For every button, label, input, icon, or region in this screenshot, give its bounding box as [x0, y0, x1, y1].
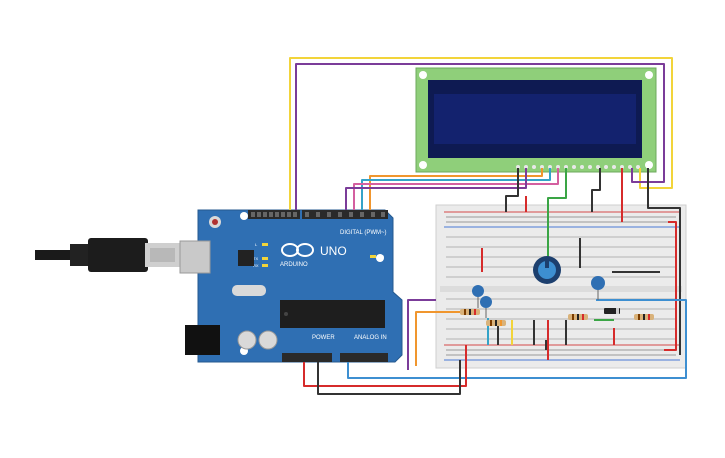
- arduino-wordmark: ARDUINO: [280, 262, 308, 268]
- wire-red-rail-right[interactable]: [664, 221, 677, 351]
- capacitor-blue-3[interactable]: [591, 276, 605, 300]
- usb-chip: [238, 250, 254, 266]
- wire-black-lcd-2[interactable]: [591, 168, 601, 212]
- reset-button[interactable]: [212, 219, 218, 225]
- usb-cable[interactable]: [35, 238, 180, 272]
- wire-black-bottom[interactable]: [317, 360, 461, 395]
- wire-yellow-top[interactable]: [289, 57, 673, 210]
- led-rx: [262, 264, 268, 267]
- power-header-label: POWER: [312, 335, 335, 341]
- diode[interactable]: [604, 308, 620, 314]
- wire-orange-left[interactable]: [415, 311, 462, 366]
- lcd-display[interactable]: [415, 67, 657, 173]
- wire-black-lcd-1[interactable]: [505, 168, 519, 212]
- led-on-label: ON: [378, 254, 384, 259]
- wire-purple-lcd[interactable]: [345, 168, 527, 210]
- arduino-uno-board[interactable]: DIGITAL (PWM~) ARDUINO UNO L TX RX ON PO…: [179, 209, 403, 363]
- resistor-2[interactable]: [486, 320, 506, 326]
- wire-orange-lcd[interactable]: [369, 168, 543, 210]
- capacitor-1: [237, 330, 257, 350]
- led-rx-label: RX: [253, 263, 259, 268]
- resistor-3[interactable]: [568, 314, 588, 320]
- wire-teal-lcd[interactable]: [361, 168, 551, 210]
- capacitor-blue-1[interactable]: [472, 285, 484, 308]
- lcd-screen: [434, 94, 636, 144]
- atmega-chip: [280, 300, 385, 328]
- potentiometer[interactable]: [533, 256, 561, 284]
- resistor-1[interactable]: [460, 309, 480, 315]
- wire-purple-top[interactable]: [295, 63, 665, 210]
- wire-green-pot[interactable]: [547, 168, 567, 262]
- digital-header-label: DIGITAL (PWM~): [340, 230, 387, 236]
- led-l: [262, 243, 268, 246]
- led-on: [370, 255, 376, 258]
- wire-pink-lcd[interactable]: [353, 168, 559, 210]
- resistor-4[interactable]: [634, 314, 654, 320]
- crystal-oscillator: [232, 285, 266, 296]
- analog-header-label: ANALOG IN: [354, 335, 387, 341]
- wire-blue-bottom[interactable]: [347, 299, 687, 379]
- capacitor-2: [258, 330, 278, 350]
- wire-red-bottom[interactable]: [303, 345, 467, 387]
- arduino-logo: [281, 243, 314, 257]
- breadboard[interactable]: [435, 204, 687, 369]
- wire-purple-left[interactable]: [407, 299, 436, 370]
- led-tx: [262, 257, 268, 260]
- led-tx-label: TX: [253, 256, 258, 261]
- capacitor-blue-2[interactable]: [480, 296, 492, 318]
- led-l-label: L: [255, 242, 258, 247]
- wire-black-rail[interactable]: [647, 168, 681, 355]
- uno-model-label: UNO: [320, 244, 347, 258]
